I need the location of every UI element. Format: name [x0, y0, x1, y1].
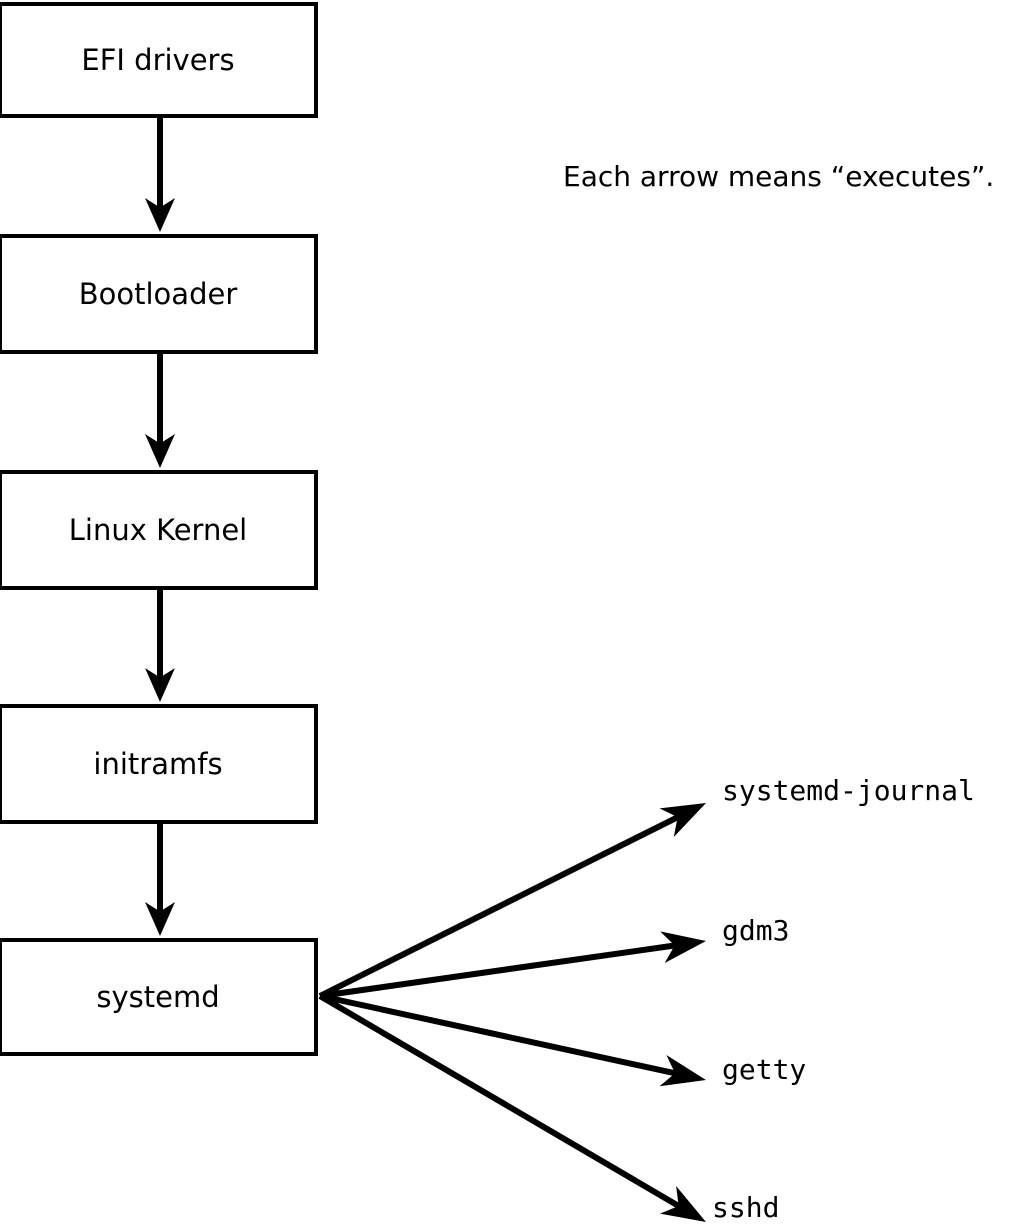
fan-arrow-shaft — [318, 814, 680, 999]
chain-arrow-3 — [145, 824, 175, 936]
chain-arrow-head — [145, 668, 175, 702]
fan-arrow-1 — [319, 931, 706, 999]
fan-arrow-3 — [318, 993, 706, 1222]
fan-arrow-head — [659, 803, 706, 837]
node-linux-kernel[interactable]: Linux Kernel — [0, 470, 318, 590]
node-label: initramfs — [93, 746, 223, 781]
chain-arrow-layer — [145, 118, 175, 936]
node-efi-drivers[interactable]: EFI drivers — [0, 2, 318, 118]
node-label: EFI drivers — [81, 42, 235, 77]
node-label: Linux Kernel — [68, 512, 248, 547]
node-bootloader[interactable]: Bootloader — [0, 234, 318, 354]
leaf-label-getty[interactable]: getty — [722, 1053, 807, 1086]
node-systemd[interactable]: systemd — [0, 938, 318, 1056]
chain-arrow-head — [145, 434, 175, 468]
node-initramfs[interactable]: initramfs — [0, 704, 318, 824]
fan-arrow-shaft — [319, 993, 677, 1077]
fan-arrow-shaft — [319, 942, 676, 999]
fan-arrow-shaft — [318, 993, 681, 1210]
node-label: Bootloader — [78, 276, 238, 311]
chain-arrow-2 — [145, 590, 175, 702]
node-label: systemd — [96, 979, 220, 1014]
leaf-label-systemd-journal[interactable]: systemd-journal — [722, 774, 975, 807]
fan-arrow-2 — [319, 993, 706, 1087]
diagram-caption: Each arrow means “executes”. — [563, 160, 995, 193]
chain-arrow-0 — [145, 118, 175, 232]
fan-arrow-head — [659, 1185, 706, 1222]
fan-arrow-head — [660, 931, 706, 964]
leaf-label-sshd[interactable]: sshd — [712, 1191, 780, 1224]
leaf-label-gdm3[interactable]: gdm3 — [722, 914, 790, 947]
fan-arrow-0 — [318, 803, 706, 999]
fan-arrow-head — [659, 1055, 706, 1087]
chain-arrow-1 — [145, 354, 175, 468]
chain-arrow-head — [145, 902, 175, 936]
fan-arrow-layer — [318, 803, 706, 1222]
chain-arrow-head — [145, 198, 175, 232]
